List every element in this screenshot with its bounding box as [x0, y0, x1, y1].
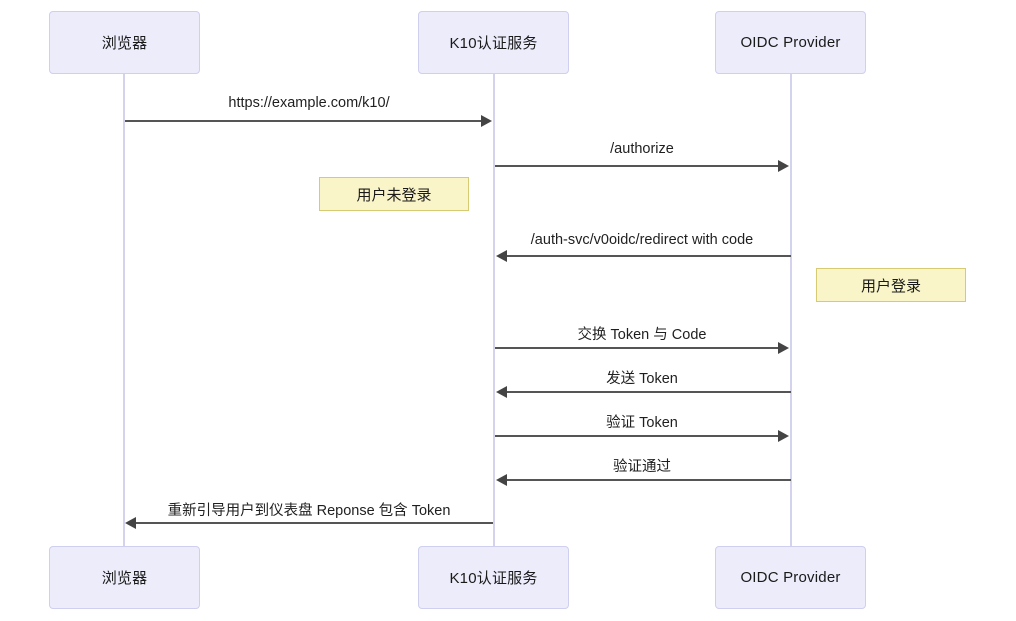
actor-label-oidc-top: OIDC Provider [740, 34, 841, 51]
lifeline-k10 [493, 74, 495, 546]
message-label-m4: 交换 Token 与 Code [577, 327, 707, 343]
message-label-m1: https://example.com/k10/ [228, 95, 390, 111]
actor-label-browser-top: 浏览器 [101, 35, 148, 52]
lifeline-browser [123, 74, 125, 546]
message-label-m2: /authorize [610, 141, 674, 157]
message-label-m8: 重新引导用户到仪表盘 Reponse 包含 Token [167, 503, 451, 519]
message-line-m4 [495, 347, 779, 349]
arrow-head-m3 [496, 250, 507, 262]
note-label-n1: 用户未登录 [356, 186, 432, 204]
message-label-m6: 验证 Token [606, 415, 678, 431]
arrow-head-m6 [778, 430, 789, 442]
message-line-m5 [507, 391, 791, 393]
actor-box-oidc-top[interactable]: OIDC Provider [715, 11, 866, 74]
actor-label-browser-bottom: 浏览器 [101, 570, 148, 587]
arrow-head-m8 [125, 517, 136, 529]
arrow-head-m5 [496, 386, 507, 398]
message-line-m8 [136, 522, 493, 524]
arrow-head-m1 [481, 115, 492, 127]
message-label-m7: 验证通过 [613, 459, 671, 475]
message-line-m3 [507, 255, 791, 257]
message-label-m5: 发送 Token [606, 371, 678, 387]
actor-box-browser-top[interactable]: 浏览器 [49, 11, 200, 74]
actor-box-k10-top[interactable]: K10认证服务 [418, 11, 569, 74]
actor-label-k10-bottom: K10认证服务 [449, 570, 538, 587]
actor-box-browser-bottom[interactable]: 浏览器 [49, 546, 200, 609]
message-line-m1 [125, 120, 483, 122]
note-user-not-logged-in: 用户未登录 [319, 177, 469, 211]
message-line-m6 [495, 435, 779, 437]
note-label-n2: 用户登录 [860, 277, 921, 295]
note-user-logged-in: 用户登录 [816, 268, 966, 302]
arrow-head-m7 [496, 474, 507, 486]
arrow-head-m4 [778, 342, 789, 354]
actor-box-oidc-bottom[interactable]: OIDC Provider [715, 546, 866, 609]
actor-label-oidc-bottom: OIDC Provider [740, 569, 841, 586]
message-line-m7 [507, 479, 791, 481]
actor-label-k10-top: K10认证服务 [449, 35, 538, 52]
lifeline-oidc [790, 74, 792, 546]
arrow-head-m2 [778, 160, 789, 172]
message-line-m2 [495, 165, 779, 167]
message-label-m3: /auth-svc/v0oidc/redirect with code [530, 232, 754, 248]
actor-box-k10-bottom[interactable]: K10认证服务 [418, 546, 569, 609]
